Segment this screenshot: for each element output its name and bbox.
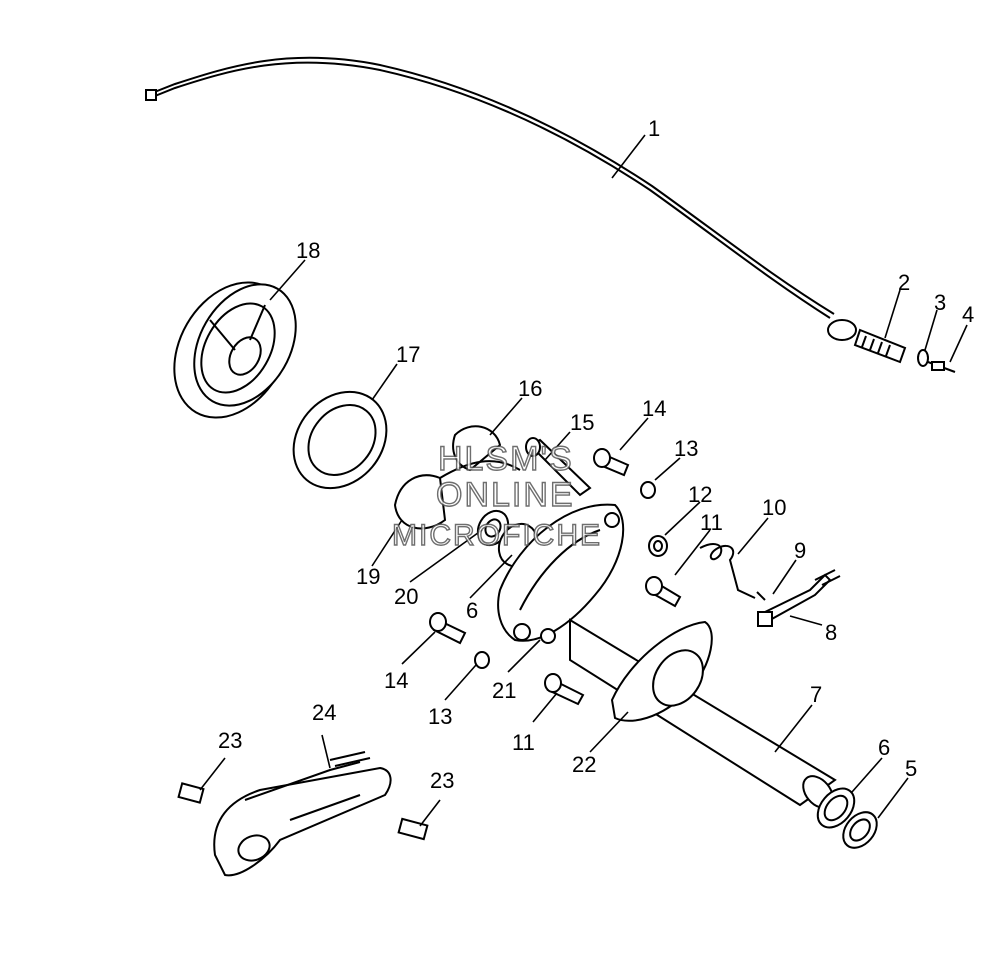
part-flange [610, 620, 713, 722]
label-19: 19 [356, 564, 380, 589]
label-7: 7 [810, 682, 822, 707]
part-labels: 1 2 3 4 5 6 7 8 9 10 11 12 13 14 15 16 1… [218, 116, 974, 793]
label-23a: 23 [218, 728, 242, 753]
part-cable [145, 56, 956, 373]
label-14: 14 [642, 396, 666, 421]
label-13: 13 [674, 436, 698, 461]
label-3: 3 [934, 290, 946, 315]
label-12: 12 [688, 482, 712, 507]
label-4: 4 [962, 302, 974, 327]
label-5: 5 [905, 756, 917, 781]
part-ring [292, 390, 388, 490]
label-17: 17 [396, 342, 420, 367]
part-brake-drum [173, 281, 297, 419]
part-torque-arm [213, 751, 392, 877]
label-2: 2 [898, 270, 910, 295]
label-14b: 14 [384, 668, 408, 693]
watermark-line-3: MICROFICHE [392, 519, 602, 552]
label-21: 21 [492, 678, 516, 703]
label-11b: 11 [512, 730, 535, 755]
label-6: 6 [878, 735, 890, 760]
part-spring [699, 543, 756, 599]
label-15: 15 [570, 410, 594, 435]
label-16: 16 [518, 376, 542, 401]
label-24: 24 [312, 700, 336, 725]
label-18: 18 [296, 238, 320, 263]
watermark-line-1: HLSM'S [438, 440, 574, 478]
label-23b: 23 [430, 768, 454, 793]
label-20: 20 [394, 584, 418, 609]
leader-lines [199, 134, 968, 827]
label-22: 22 [572, 752, 596, 777]
part-bearings [476, 509, 539, 568]
watermark-line-2: ONLINE [436, 476, 575, 514]
label-13b: 13 [428, 704, 452, 729]
label-6b: 6 [466, 598, 478, 623]
part-axle-rings [816, 787, 878, 849]
label-1: 1 [648, 116, 660, 141]
part-brake-panel [497, 503, 625, 644]
label-8: 8 [825, 620, 837, 645]
part-lever [756, 569, 841, 627]
watermark: HLSM'S ONLINE MICROFICHE [391, 439, 602, 552]
part-hardware [177, 448, 682, 841]
label-10: 10 [762, 495, 786, 520]
part-bolt-15 [525, 437, 592, 497]
label-9: 9 [794, 538, 806, 563]
label-11: 11 [700, 510, 723, 535]
part-brake-shoes [393, 425, 521, 530]
